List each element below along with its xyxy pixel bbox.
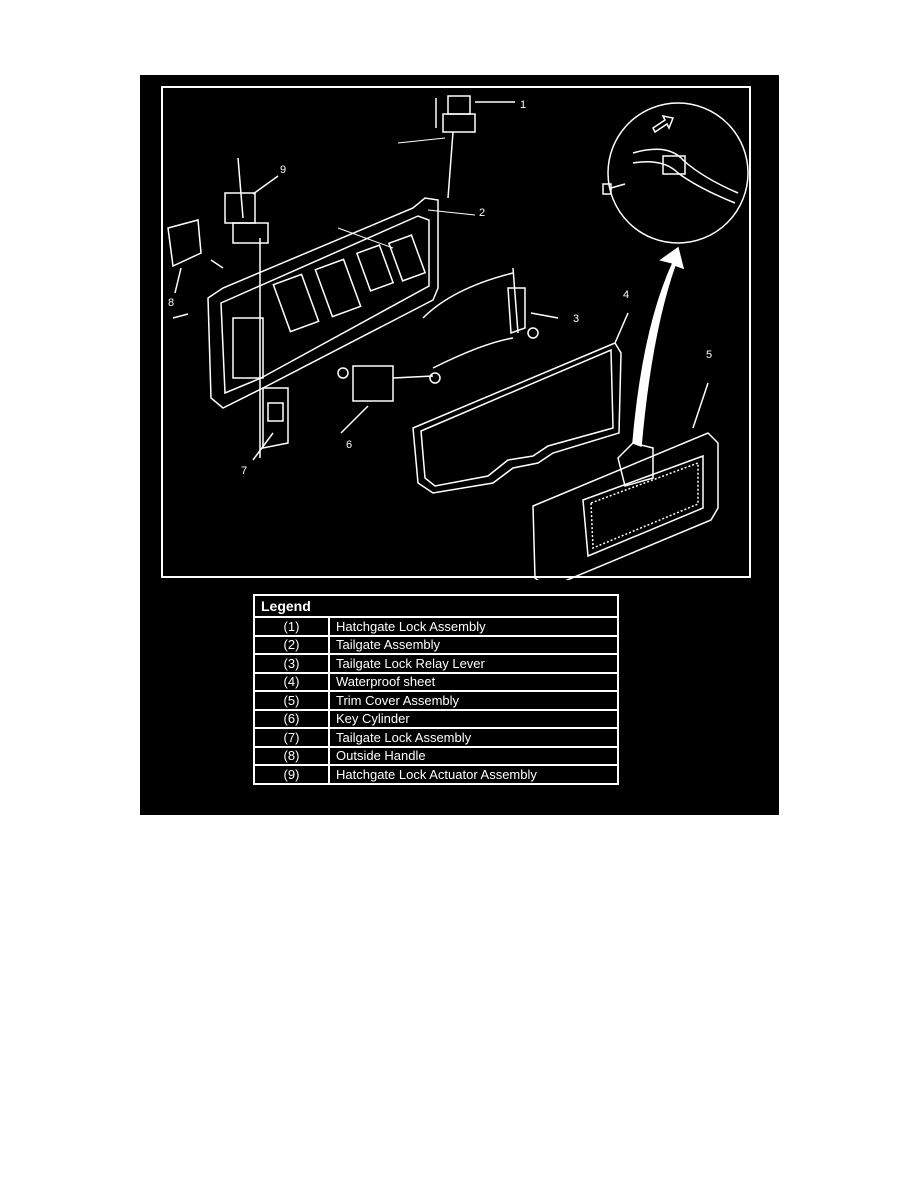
legend-label: Waterproof sheet xyxy=(328,671,619,692)
legend-num: (6) xyxy=(253,708,330,729)
legend-label: Outside Handle xyxy=(328,745,619,766)
legend-row: (4)Waterproof sheet xyxy=(253,671,619,692)
legend-row: (3)Tailgate Lock Relay Lever xyxy=(253,653,619,674)
legend-label: Tailgate Lock Relay Lever xyxy=(328,653,619,674)
detail-view-circle xyxy=(602,102,749,244)
hatchgate-lock-drawing xyxy=(435,95,515,199)
exploded-diagram: 1 2 3 4 5 6 7 8 9 xyxy=(161,86,751,580)
legend-table: Legend (1)Hatchgate Lock Assembly (2)Tai… xyxy=(253,594,619,785)
legend-title: Legend xyxy=(253,594,619,618)
legend-row: (1)Hatchgate Lock Assembly xyxy=(253,616,619,637)
callout-2: 2 xyxy=(479,207,485,219)
callout-9: 9 xyxy=(280,164,286,176)
trim-cover-drawing xyxy=(532,382,719,580)
legend-num: (4) xyxy=(253,671,330,692)
actuator-drawing xyxy=(224,157,279,458)
tailgate-lock-drawing xyxy=(252,387,289,461)
legend-num: (3) xyxy=(253,653,330,674)
legend-label: Key Cylinder xyxy=(328,708,619,729)
legend-label: Tailgate Lock Assembly xyxy=(328,727,619,748)
legend-row: (7)Tailgate Lock Assembly xyxy=(253,727,619,748)
legend-label: Hatchgate Lock Actuator Assembly xyxy=(328,764,619,785)
legend-num: (8) xyxy=(253,745,330,766)
waterproof-sheet-drawing xyxy=(412,312,629,494)
relay-lever-drawing xyxy=(422,267,559,339)
legend-num: (5) xyxy=(253,690,330,711)
callout-7: 7 xyxy=(241,465,247,477)
legend-row: (8)Outside Handle xyxy=(253,745,619,766)
legend-label: Tailgate Assembly xyxy=(328,634,619,655)
callout-5: 5 xyxy=(706,349,712,361)
detail-arrow xyxy=(632,246,685,448)
legend-row: (2)Tailgate Assembly xyxy=(253,634,619,655)
legend-num: (1) xyxy=(253,616,330,637)
key-cylinder-drawing xyxy=(337,337,514,434)
callout-6: 6 xyxy=(346,439,352,451)
legend-row: (6)Key Cylinder xyxy=(253,708,619,729)
callout-8: 8 xyxy=(168,297,174,309)
tailgate-diagram: 1 2 3 4 5 6 7 8 9 xyxy=(167,95,749,580)
legend-label: Hatchgate Lock Assembly xyxy=(328,616,619,637)
legend-label: Trim Cover Assembly xyxy=(328,690,619,711)
legend-row: (9)Hatchgate Lock Actuator Assembly xyxy=(253,764,619,785)
figure-panel: 1 2 3 4 5 6 7 8 9 Legend (1)Hatchgate Lo… xyxy=(140,75,779,815)
outside-handle-drawing xyxy=(167,219,224,319)
callout-1: 1 xyxy=(520,99,526,111)
legend-num: (9) xyxy=(253,764,330,785)
callout-3: 3 xyxy=(573,313,579,325)
callout-4: 4 xyxy=(623,289,629,301)
legend-num: (2) xyxy=(253,634,330,655)
tailgate-assembly-drawing xyxy=(207,197,439,409)
legend-num: (7) xyxy=(253,727,330,748)
leader-lines xyxy=(337,137,476,249)
legend-row: (5)Trim Cover Assembly xyxy=(253,690,619,711)
